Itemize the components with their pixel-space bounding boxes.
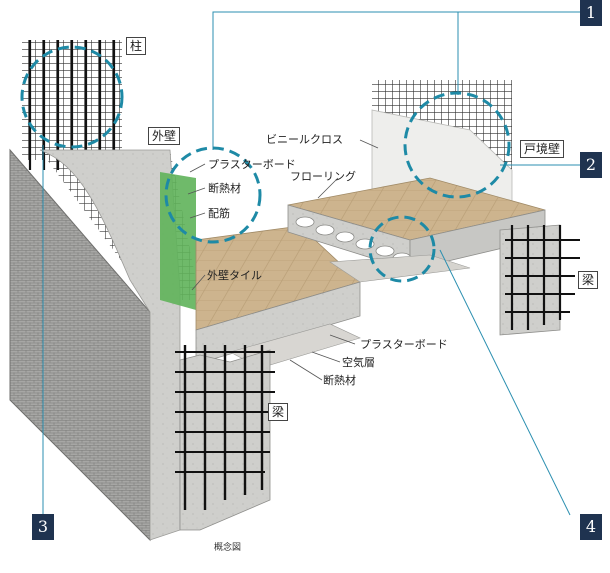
label-exterior-tile: 外壁タイル [207, 269, 262, 282]
floor-slab-front [195, 225, 361, 369]
label-exterior-wall: 外壁 [148, 127, 181, 145]
marker-3: 3 [32, 514, 54, 540]
highlight-circle-column [20, 45, 124, 149]
label-beam-right: 梁 [578, 271, 599, 289]
label-beam-left: 梁 [268, 403, 289, 421]
floor-slab-right [287, 177, 546, 283]
label-rebar: 配筋 [208, 207, 230, 220]
label-insulation-top: 断熱材 [208, 182, 241, 195]
column-rebar-cage [22, 40, 122, 170]
label-air-layer: 空気層 [342, 356, 375, 369]
callout-lines [42, 11, 580, 522]
marker-1: 1 [580, 0, 602, 26]
caption: 概念図 [214, 543, 242, 553]
beam-lower-left [175, 345, 275, 531]
highlight-circle-floor [368, 215, 436, 283]
highlight-circle-exterior-wall [164, 146, 262, 244]
label-column: 柱 [126, 37, 147, 55]
leader-lines [187, 139, 379, 381]
concrete-wall-body [39, 149, 181, 541]
highlight-circles [20, 45, 511, 283]
highlight-circle-party-wall [403, 91, 511, 199]
label-party-wall: 戸境壁 [520, 140, 565, 158]
beam-right [499, 224, 580, 336]
label-flooring: フローリング [290, 170, 356, 183]
label-insulation-bottom: 断熱材 [323, 374, 356, 387]
label-plasterboard-top: プラスターボード [208, 158, 296, 171]
label-plasterboard-bottom: プラスターボード [360, 338, 448, 351]
label-vinyl-cloth: ビニールクロス [266, 133, 343, 146]
marker-4: 4 [580, 514, 602, 540]
marker-2: 2 [580, 152, 602, 178]
